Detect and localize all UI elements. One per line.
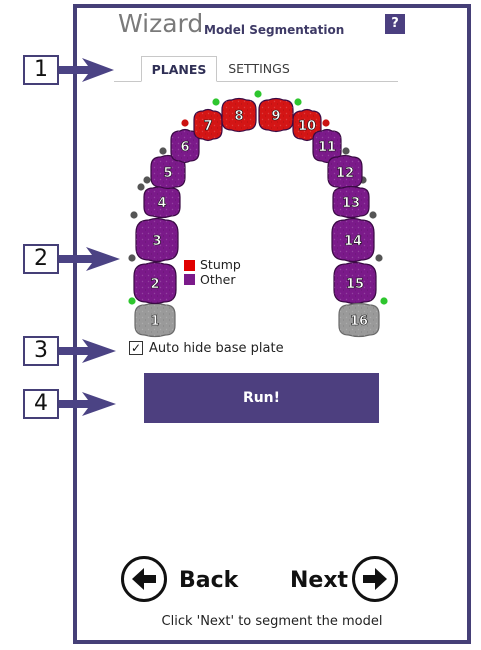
tooth-3[interactable]: 3 xyxy=(135,217,179,263)
arrow-3 xyxy=(59,339,116,363)
tooth-texture xyxy=(339,303,379,337)
tab-planes[interactable]: PLANES xyxy=(141,56,217,82)
tooth-2[interactable]: 2 xyxy=(133,261,177,305)
tooth-1[interactable]: 1 xyxy=(134,302,176,338)
tooth-texture xyxy=(222,98,256,132)
arrow-right-icon xyxy=(363,568,387,590)
tooth-12[interactable]: 12 xyxy=(327,154,363,190)
tooth-texture xyxy=(134,262,176,304)
wizard-title: Wizard xyxy=(118,9,204,38)
tooth-number-label: 5 xyxy=(163,166,172,181)
callout-2: 2 xyxy=(23,244,59,274)
tooth-10[interactable]: 10 xyxy=(292,108,322,142)
gum-marker-dot[interactable] xyxy=(128,254,136,262)
tooth-texture xyxy=(171,129,199,163)
tooth-13[interactable]: 13 xyxy=(332,185,370,219)
tooth-number-label: 1 xyxy=(150,314,159,329)
tooth-8[interactable]: 8 xyxy=(221,97,257,133)
tooth-texture xyxy=(332,218,374,262)
gum-marker-dot[interactable] xyxy=(128,297,136,305)
tooth-11[interactable]: 11 xyxy=(312,128,342,164)
tooth-texture xyxy=(136,218,178,262)
gum-marker-dot[interactable] xyxy=(294,98,302,106)
tooth-texture xyxy=(194,109,222,141)
legend-label-stump: Stump xyxy=(200,257,241,272)
gum-marker-dot[interactable] xyxy=(375,254,383,262)
wizard-subtitle: Model Segmentation xyxy=(204,23,345,37)
tooth-number-label: 12 xyxy=(336,166,354,181)
auto-hide-checkbox[interactable]: ✓ xyxy=(129,341,143,355)
tooth-texture xyxy=(144,186,180,218)
callout-3: 3 xyxy=(23,336,59,366)
tooth-number-label: 14 xyxy=(344,234,362,249)
callout-4: 4 xyxy=(23,389,59,419)
tooth-9[interactable]: 9 xyxy=(258,97,294,133)
gum-marker-dot[interactable] xyxy=(254,90,262,98)
tooth-texture xyxy=(135,303,175,337)
back-button[interactable] xyxy=(121,556,167,602)
tooth-texture xyxy=(328,155,362,189)
tooth-texture xyxy=(151,155,185,189)
next-button[interactable] xyxy=(352,556,398,602)
gum-marker-dot[interactable] xyxy=(130,211,138,219)
tooth-number-label: 15 xyxy=(346,277,364,292)
tooth-texture xyxy=(293,109,321,141)
legend-swatch-other xyxy=(184,274,195,285)
tooth-14[interactable]: 14 xyxy=(331,217,375,263)
arrow-left-icon xyxy=(132,568,156,590)
gum-marker-dot[interactable] xyxy=(181,119,189,127)
next-label[interactable]: Next xyxy=(290,568,349,593)
gum-marker-dot[interactable] xyxy=(137,183,145,191)
tooth-number-label: 16 xyxy=(350,314,368,329)
tooth-number-label: 2 xyxy=(150,277,159,292)
tooth-number-label: 13 xyxy=(342,196,360,211)
legend-swatch-stump xyxy=(184,260,195,271)
tooth-4[interactable]: 4 xyxy=(143,185,181,219)
tab-divider xyxy=(114,81,398,82)
callout-1: 1 xyxy=(23,55,59,85)
tooth-6[interactable]: 6 xyxy=(170,128,200,164)
tab-settings[interactable]: SETTINGS xyxy=(228,61,290,76)
tooth-texture xyxy=(259,98,293,132)
gum-marker-dot[interactable] xyxy=(322,119,330,127)
gum-marker-dot[interactable] xyxy=(380,297,388,305)
tooth-15[interactable]: 15 xyxy=(333,261,377,305)
gum-marker-dot[interactable] xyxy=(342,147,350,155)
run-button[interactable]: Run! xyxy=(144,373,379,423)
help-button[interactable]: ? xyxy=(385,14,405,34)
tooth-number-label: 3 xyxy=(152,234,161,249)
tooth-number-label: 8 xyxy=(234,109,243,124)
arrow-2 xyxy=(59,247,120,271)
tooth-number-label: 4 xyxy=(157,196,166,211)
arrow-1 xyxy=(59,58,114,82)
back-label[interactable]: Back xyxy=(179,568,239,593)
tooth-texture xyxy=(334,262,376,304)
tooth-number-label: 10 xyxy=(298,119,316,134)
tooth-7[interactable]: 7 xyxy=(193,108,223,142)
tooth-5[interactable]: 5 xyxy=(150,154,186,190)
tooth-16[interactable]: 16 xyxy=(338,302,380,338)
gum-marker-dot[interactable] xyxy=(143,176,151,184)
gum-marker-dot[interactable] xyxy=(369,211,377,219)
gum-marker-dot[interactable] xyxy=(159,147,167,155)
tooth-number-label: 7 xyxy=(203,119,212,134)
gum-marker-dot[interactable] xyxy=(212,98,220,106)
legend-label-other: Other xyxy=(200,272,236,287)
arrow-4 xyxy=(59,392,116,416)
footer-hint: Click 'Next' to segment the model xyxy=(161,614,383,629)
tooth-number-label: 9 xyxy=(271,109,280,124)
tooth-texture xyxy=(313,129,341,163)
auto-hide-label[interactable]: Auto hide base plate xyxy=(149,341,284,356)
tooth-number-label: 11 xyxy=(318,140,336,155)
tooth-number-label: 6 xyxy=(180,140,189,155)
tooth-texture xyxy=(333,186,369,218)
